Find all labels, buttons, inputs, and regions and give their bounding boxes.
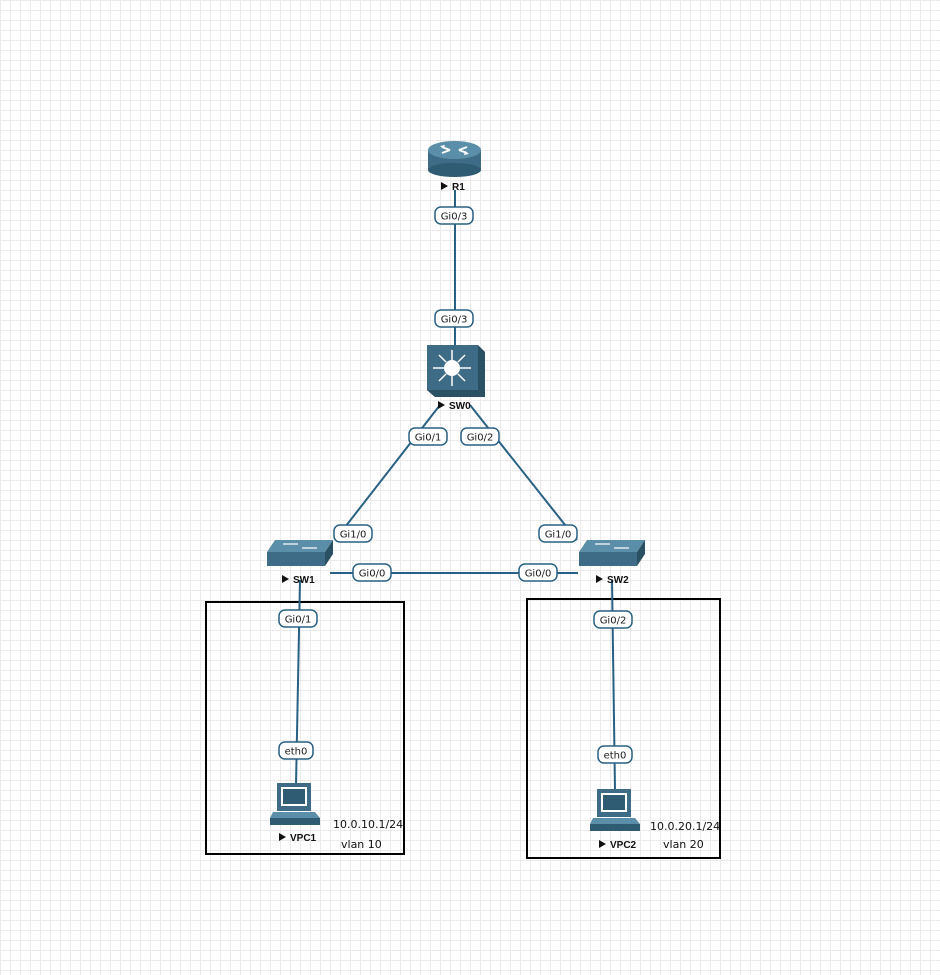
sw2-label: SW2: [596, 575, 629, 586]
port-sw0-gi01[interactable]: Gi0/1: [408, 427, 448, 446]
port-label: eth0: [285, 747, 308, 758]
vpc2-ip-text: 10.0.20.1/24: [650, 820, 720, 833]
link-sw0-sw1[interactable]: [334, 404, 441, 541]
switch-sw1[interactable]: [267, 540, 333, 566]
port-sw2-gi02[interactable]: Gi0/2: [593, 610, 633, 629]
play-icon: [279, 833, 286, 841]
sw0-label: SW0: [438, 401, 471, 412]
pc-icon: [590, 789, 640, 831]
sw1-label: SW1: [282, 575, 315, 586]
play-icon: [596, 575, 603, 583]
vpc1-label-text: VPC1: [290, 833, 317, 844]
port-label: Gi0/2: [600, 616, 627, 627]
play-icon: [441, 182, 448, 190]
vpc1-label: VPC1: [279, 833, 317, 844]
port-label: Gi0/3: [441, 212, 468, 223]
port-sw1-gi00[interactable]: Gi0/0: [352, 563, 392, 582]
port-label: Gi0/1: [285, 615, 312, 626]
vpc2-label-text: VPC2: [610, 840, 637, 851]
switch-icon: [579, 540, 645, 566]
vpc1-vlan-text: vlan 10: [341, 838, 382, 851]
vpc1-note[interactable]: 10.0.10.1/24 vlan 10: [333, 818, 403, 851]
port-r1-gi03[interactable]: Gi0/3: [434, 206, 474, 225]
switch-icon: [267, 540, 333, 566]
port-sw1-gi01[interactable]: Gi0/1: [278, 609, 318, 628]
sw2-label-text: SW2: [607, 575, 629, 586]
router-r1[interactable]: [428, 141, 481, 177]
vlan10-group-box: [205, 601, 405, 855]
port-sw2-gi00[interactable]: Gi0/0: [518, 563, 558, 582]
port-label: Gi1/0: [545, 530, 572, 541]
port-label: Gi0/1: [415, 433, 442, 444]
r1-label-text: R1: [452, 182, 465, 193]
vpc1-ip-text: 10.0.10.1/24: [333, 818, 403, 831]
pc-icon: [270, 783, 320, 825]
r1-label: R1: [441, 182, 465, 193]
vpc2-vlan-text: vlan 20: [663, 838, 704, 851]
vlan20-group-box: [526, 598, 721, 859]
sw0-label-text: SW0: [449, 401, 471, 412]
port-sw0-gi02[interactable]: Gi0/2: [460, 427, 500, 446]
vpc2-label: VPC2: [599, 840, 637, 851]
port-label: eth0: [604, 751, 627, 762]
port-label: Gi1/0: [340, 530, 367, 541]
pc-vpc2[interactable]: [590, 789, 640, 831]
vpc2-note[interactable]: 10.0.20.1/24 vlan 20: [650, 820, 720, 851]
switch-sw2[interactable]: [579, 540, 645, 566]
router-icon: [428, 141, 481, 177]
play-icon: [599, 840, 606, 848]
layer3-switch-icon: [427, 345, 485, 397]
port-label: Gi0/2: [467, 433, 494, 444]
port-vpc2-eth0[interactable]: eth0: [597, 745, 633, 764]
play-icon: [438, 401, 445, 409]
port-sw0-gi03[interactable]: Gi0/3: [434, 309, 474, 328]
port-label: Gi0/3: [441, 315, 468, 326]
port-label: Gi0/0: [525, 569, 552, 580]
pc-vpc1[interactable]: [270, 783, 320, 825]
sw1-label-text: SW1: [293, 575, 315, 586]
play-icon: [282, 575, 289, 583]
link-sw0-sw2[interactable]: [469, 404, 578, 541]
port-label: Gi0/0: [359, 569, 386, 580]
multilayer-switch-sw0[interactable]: [427, 345, 485, 397]
port-vpc1-eth0[interactable]: eth0: [278, 741, 314, 760]
port-sw1-gi10[interactable]: Gi1/0: [333, 524, 373, 543]
port-sw2-gi10[interactable]: Gi1/0: [538, 524, 578, 543]
